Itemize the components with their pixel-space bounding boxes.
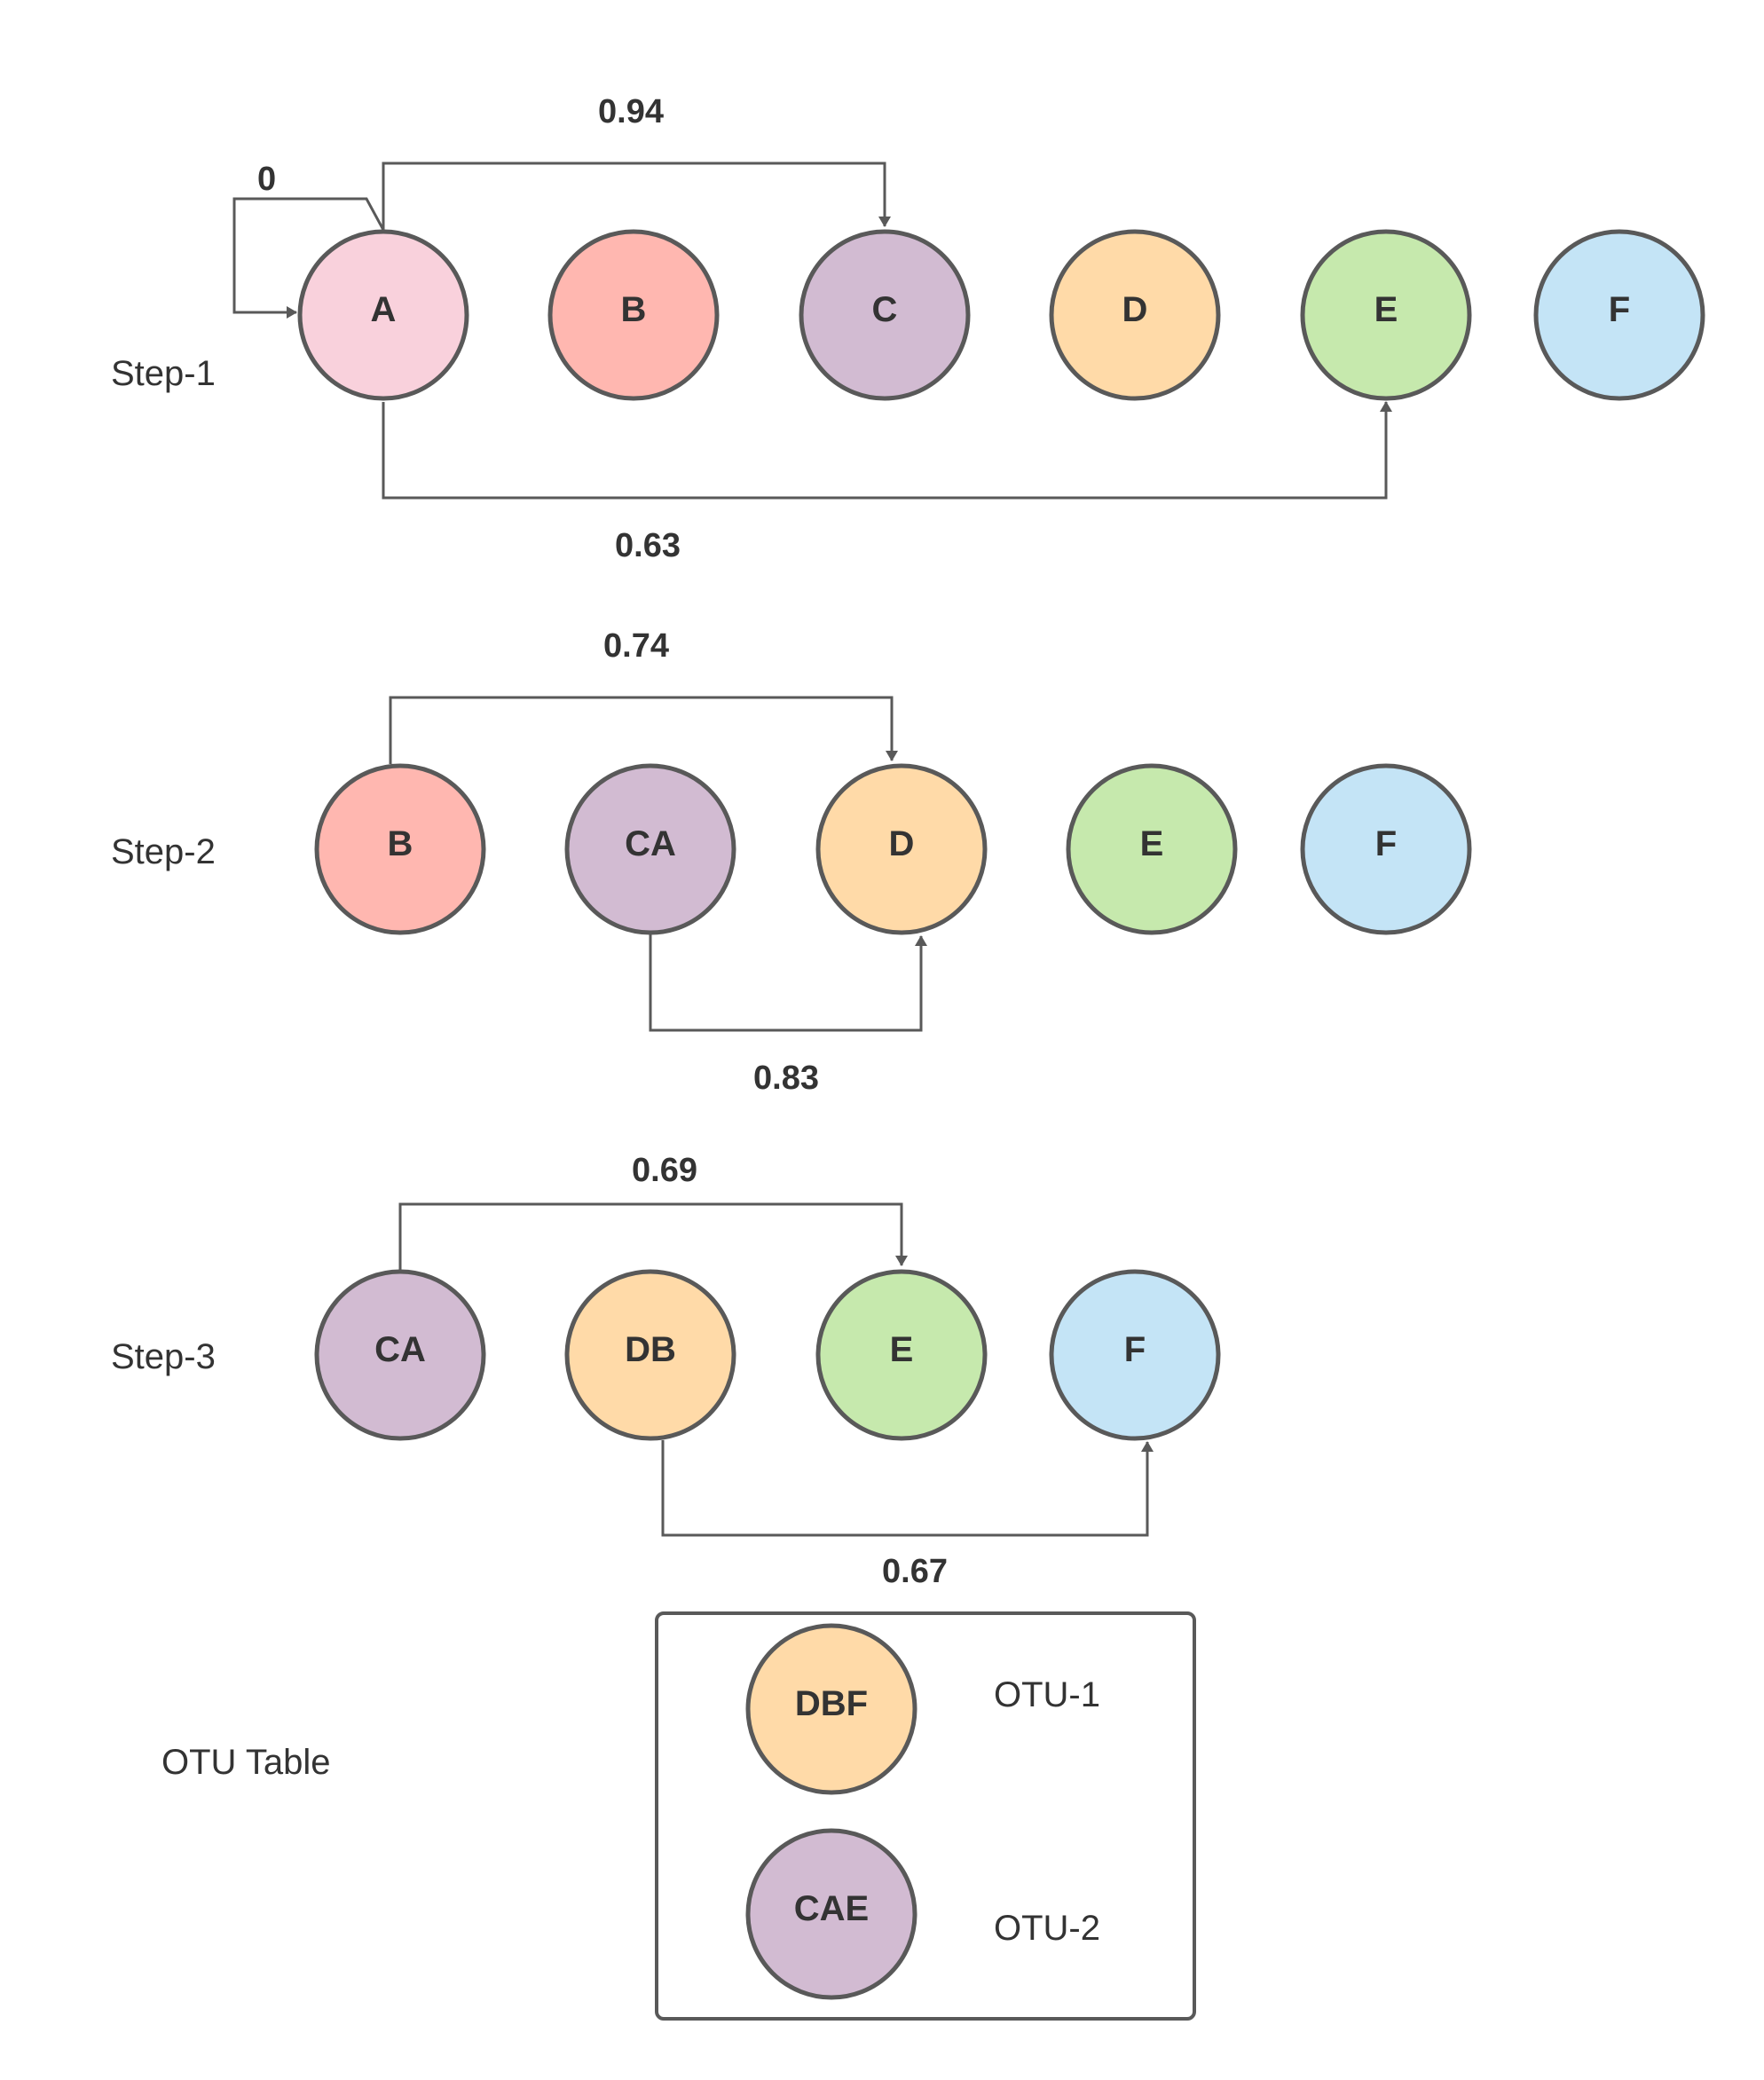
node-f: F [1300, 763, 1472, 935]
node-c: C [799, 229, 971, 401]
node-b: B [547, 229, 720, 401]
step-3: Step-3 0.69 0.67 CA DB E F [111, 1152, 1221, 1590]
edge-a-e [382, 401, 1392, 500]
otu-1-label: OTU-1 [994, 1675, 1100, 1714]
node-f: F [1049, 1269, 1221, 1441]
otu-entry-1: DBF OTU-1 [745, 1623, 1100, 1795]
otu-table: OTU Table DBF OTU-1 CAE OTU-2 [161, 1611, 1196, 2021]
node-e: E [1066, 763, 1238, 935]
step-3-label: Step-3 [111, 1337, 216, 1376]
edge-ca-e-label: 0.69 [632, 1152, 697, 1189]
edge-a-a [232, 197, 385, 319]
node-f-label: F [1609, 290, 1630, 329]
node-ca: CA [314, 1269, 486, 1441]
edge-a-e-label: 0.63 [615, 527, 681, 564]
node-cae [745, 1828, 917, 2000]
otu-table-box [655, 1611, 1196, 2021]
edge-a-c [382, 162, 891, 230]
node-c-label: C [872, 290, 898, 329]
node-b-label: B [621, 290, 647, 329]
node-b: B [314, 763, 486, 935]
node-ca-label: CA [625, 824, 676, 863]
node-dbf [745, 1623, 917, 1795]
edge-ca-d [649, 934, 927, 1032]
edge-db-f-label: 0.67 [882, 1553, 948, 1590]
node-a: A [297, 229, 469, 401]
edge-ca-e [398, 1202, 908, 1270]
node-e: E [815, 1269, 988, 1441]
node-e-label: E [1374, 290, 1398, 329]
node-e-label: E [890, 1330, 914, 1369]
step-1-label: Step-1 [111, 354, 216, 393]
node-b-label: B [388, 824, 413, 863]
step-1: Step-1 0 0.94 0.63 A B C D E [111, 93, 1705, 564]
node-f: F [1533, 229, 1705, 401]
node-d-label: D [1122, 290, 1148, 329]
edge-a-c-label: 0.94 [598, 93, 664, 130]
edge-b-d [389, 696, 898, 764]
node-d: D [1049, 229, 1221, 401]
node-e-label: E [1140, 824, 1164, 863]
otu-entry-2: CAE OTU-2 [745, 1828, 1100, 2000]
node-db: DB [564, 1269, 736, 1441]
node-d-label: D [889, 824, 915, 863]
otu-table-label: OTU Table [161, 1743, 330, 1782]
node-e: E [1300, 229, 1472, 401]
node-ca: CA [564, 763, 736, 935]
node-db-label: DB [625, 1330, 676, 1369]
node-a-label: A [371, 290, 397, 329]
edge-ca-d-label: 0.83 [753, 1060, 819, 1097]
node-ca-label: CA [374, 1330, 426, 1369]
node-dbf-label: DBF [795, 1684, 868, 1723]
node-f-label: F [1124, 1330, 1146, 1369]
otu-2-label: OTU-2 [994, 1909, 1100, 1948]
node-cae-label: CAE [794, 1889, 869, 1928]
edge-db-f [661, 1440, 1154, 1537]
node-f-label: F [1375, 824, 1397, 863]
node-d: D [815, 763, 988, 935]
step-2-label: Step-2 [111, 832, 216, 871]
edge-a-a-label: 0 [257, 161, 276, 198]
edge-b-d-label: 0.74 [603, 627, 669, 665]
step-2: Step-2 0.74 0.83 B CA D E F [111, 627, 1472, 1097]
